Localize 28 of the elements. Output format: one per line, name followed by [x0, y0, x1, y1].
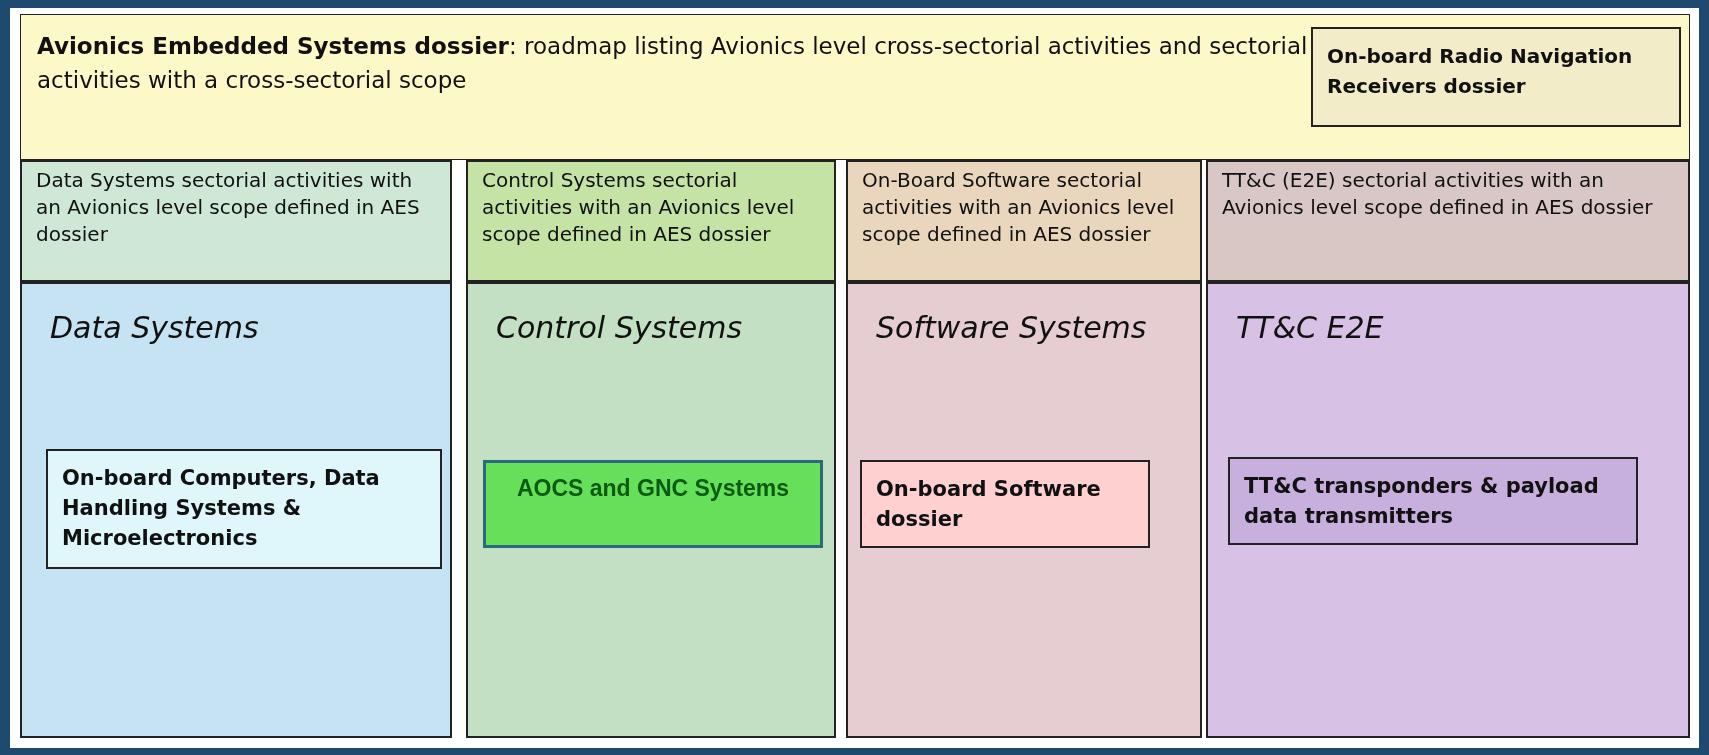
column-title: Data Systems — [50, 309, 260, 347]
box-label: On-board Software dossier — [876, 476, 1102, 533]
column-panel — [1206, 282, 1690, 738]
header-text: Control Systems sectorial activities with an Avionics level scope defined in AES dossier — [482, 167, 796, 248]
header-text: Avionics Embedded Systems dossier: roadmap listing Avionics level cross-sectorial activities and sectorial activities with a cross-sectorial scope — [37, 32, 1309, 95]
dossier-box — [483, 460, 823, 548]
column-header — [466, 160, 836, 282]
header-text: TT&C (E2E) sectorial activities with an Avionics level scope defined in AES dossier — [1222, 167, 1654, 221]
column-panel — [466, 282, 836, 738]
box-label: On-board Computers, Data Handling Systems & Microelectronics — [62, 465, 381, 552]
column-title: TT&C E2E — [1236, 309, 1385, 347]
box-label: On-board Radio Navigation Receivers dossier — [1327, 43, 1634, 100]
column-panel — [20, 282, 452, 738]
dossier-box — [46, 449, 442, 569]
dossier-box — [860, 460, 1150, 548]
header-text: On-Board Software sectorial activities with an Avionics level scope defined in AES dossier — [862, 167, 1176, 248]
box-label: TT&C transponders & payload data transmitters — [1244, 473, 1600, 530]
column-header — [1206, 160, 1690, 282]
column-header — [20, 160, 452, 282]
box-label: AOCS and GNC Systems — [515, 474, 791, 503]
dossier-box — [1228, 457, 1638, 545]
header-band — [20, 14, 1690, 160]
column-panel — [846, 282, 1202, 738]
column-header — [846, 160, 1202, 282]
column-title: Software Systems — [876, 309, 1148, 347]
header-text: Data Systems sectorial activities with an Avionics level scope defined in AES dossier — [36, 167, 421, 248]
dossier-box — [1311, 27, 1681, 127]
column-title: Control Systems — [496, 309, 744, 347]
